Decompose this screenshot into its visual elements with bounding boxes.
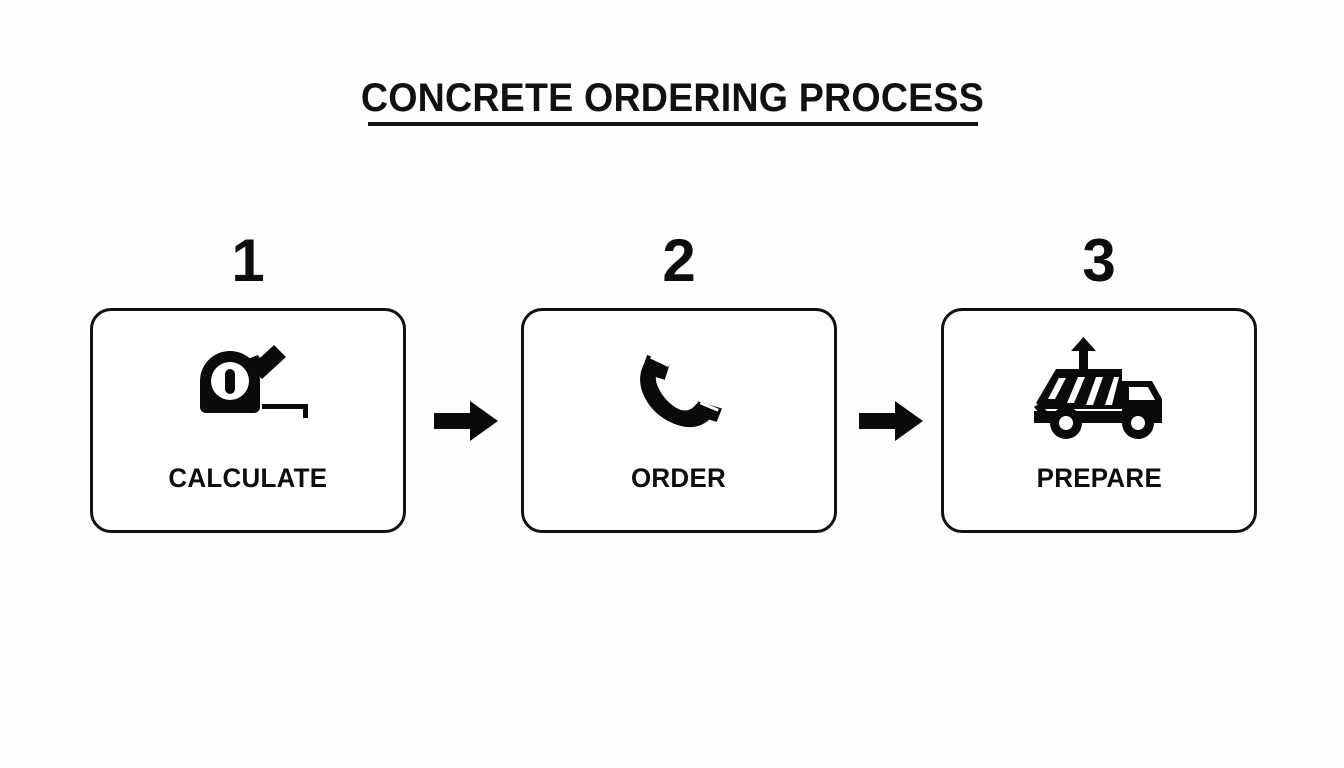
step-number-3: 3 (1082, 227, 1116, 294)
up-arrow-icon (1071, 337, 1096, 369)
step-number-2: 2 (662, 227, 696, 294)
arrow-right-icon (432, 398, 502, 444)
step-label-order: ORDER (631, 463, 727, 493)
title-underline (368, 122, 978, 126)
step-number-1: 1 (231, 227, 265, 294)
page-title-text: CONCRETE ORDERING PROCESS (360, 76, 984, 120)
process-step-order: 2 (521, 231, 837, 533)
step-label-calculate: CALCULATE (168, 463, 328, 493)
step-card-prepare[interactable]: PREPARE (941, 308, 1257, 533)
process-step-prepare: 3 (941, 231, 1257, 533)
arrow-right-icon (857, 398, 927, 444)
page-title: CONCRETE ORDERING PROCESS (0, 78, 1344, 118)
dump-truck-icon (1024, 337, 1174, 441)
step-label-prepare: PREPARE (1036, 463, 1162, 493)
step-card-order[interactable]: ORDER (521, 308, 837, 533)
tape-measure-icon (173, 337, 323, 441)
process-step-calculate: 1 (90, 231, 406, 533)
step-card-calculate[interactable]: CALCULATE (90, 308, 406, 533)
telephone-handset-icon (604, 337, 754, 441)
